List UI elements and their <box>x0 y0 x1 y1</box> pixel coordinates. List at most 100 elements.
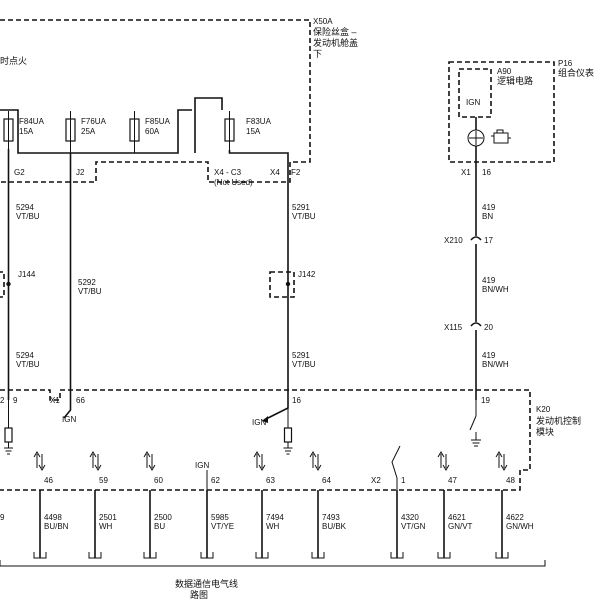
wire-circuit: 5291 <box>292 203 310 212</box>
bottom-caption: 数据通信电气线 路图 <box>0 560 546 600</box>
pin-j2: J2 <box>76 168 85 177</box>
wire-color: GN/WH <box>506 522 534 531</box>
pin-x4-c3: X4 - C3 <box>214 168 242 177</box>
connector-name: X115 <box>444 323 463 332</box>
splice-j144: J144 <box>0 270 36 298</box>
ecm-pin-9: 9 <box>13 396 18 405</box>
engine-icon <box>491 129 511 144</box>
ecm-ign-left: IGN <box>62 415 76 424</box>
x50a-id: X50A <box>313 17 333 26</box>
ecm-pin-x2: X2 <box>371 476 381 485</box>
ipc-p16: P16 组合仪表 A90 逻辑电路 IGN X1 16 <box>448 59 594 177</box>
wire-5292: 5292 VT/BU <box>69 162 102 400</box>
fusebox-internal-bus <box>0 97 223 154</box>
wire-circuit: 4621 <box>448 513 466 522</box>
wire-circuit: 419 <box>482 351 496 360</box>
wire-circuit: 5985 <box>211 513 229 522</box>
p16-id: P16 <box>558 59 573 68</box>
connector-pin: 20 <box>484 323 493 332</box>
ecm-pin-2: 2 <box>0 396 5 405</box>
x50a-name-1: 保险丝盒 – <box>313 26 357 37</box>
pin-x4: X4 <box>270 168 280 177</box>
fuse-f85ua: F85UA 60A <box>129 111 171 153</box>
pin-number: 48 <box>506 476 515 485</box>
wire-circuit: 4622 <box>506 513 524 522</box>
pin-number: 63 <box>266 476 275 485</box>
wire-color: VT/BU <box>16 212 40 221</box>
wire-color: BN/WH <box>482 360 509 369</box>
pin-f2: F2 <box>291 168 301 177</box>
wire-color: VT/BU <box>16 360 40 369</box>
k20-id: K20 <box>536 405 551 414</box>
ipc-pin-16: 16 <box>482 168 491 177</box>
fuse-name: F83UA <box>246 117 272 126</box>
fusebox-pin-labels: G2 J2 X4 - C3 (Not Used) X4 F2 <box>14 168 301 187</box>
wire-circuit: 5291 <box>292 351 310 360</box>
splice-label: J144 <box>18 270 36 279</box>
fuse-name: F84UA <box>19 117 45 126</box>
wire-circuit: 2501 <box>99 513 117 522</box>
x50a-left-fragment: 时点火 <box>0 55 27 66</box>
ipc-pin-x1: X1 <box>461 168 471 177</box>
k20-name-2: 模块 <box>536 426 554 437</box>
wire-circuit: 2500 <box>154 513 172 522</box>
wire-color: BN <box>482 212 493 221</box>
fuse-rating: 15A <box>246 127 261 136</box>
fuse-rating: 15A <box>19 127 34 136</box>
fuse-f76ua: F76UA 25A <box>65 111 107 153</box>
wire-color: GN/VT <box>448 522 473 531</box>
caption-line-2: 路图 <box>190 589 208 600</box>
fuse-name: F76UA <box>81 117 107 126</box>
wire-color: VT/YE <box>211 522 234 531</box>
p16-name: 组合仪表 <box>558 67 594 78</box>
wire-color: VT/GN <box>401 522 426 531</box>
wire-color: WH <box>266 522 280 531</box>
pin-g2: G2 <box>14 168 25 177</box>
ecm-ign-mid: IGN <box>195 461 209 470</box>
pin-number: 64 <box>322 476 331 485</box>
bottom-wires: 9 464498BU/BN592501WH602500BU625985VT/YE… <box>0 476 534 559</box>
pin-number: 1 <box>401 476 406 485</box>
a90-name: 逻辑电路 <box>497 75 533 86</box>
data-pin-group: 464498BU/BN592501WH602500BU625985VT/YE63… <box>33 476 534 559</box>
a90-ign: IGN <box>466 98 480 107</box>
ecm-pin-19: 19 <box>481 396 490 405</box>
pin-number: 62 <box>211 476 220 485</box>
caption-line-1: 数据通信电气线 <box>175 578 238 589</box>
pin-not-used: (Not Used) <box>214 178 253 187</box>
wire-419: 419 BN 419 BN/WH 419 BN/WH <box>470 162 509 400</box>
wire-circuit: 7493 <box>322 513 340 522</box>
splice-j142: J142 <box>269 270 316 298</box>
pin-number: 59 <box>99 476 108 485</box>
fuse-name: F85UA <box>145 117 171 126</box>
ecm-ign-right: IGN <box>252 418 266 427</box>
fuse-rating: 25A <box>81 127 96 136</box>
wire-color: VT/BU <box>78 287 102 296</box>
pin-number: 46 <box>44 476 53 485</box>
connector-x210: X210 17 <box>444 236 493 245</box>
wire-color: BU/BN <box>44 522 69 531</box>
ecm-pin-66: 66 <box>76 396 85 405</box>
wire-circuit: 5294 <box>16 203 34 212</box>
x50a-name-2: 发动机舱盖 <box>313 37 358 48</box>
ecm-k20: K20 发动机控制 模块 2 9 X1 66 16 19 IGN IGN <box>0 389 581 491</box>
wire-circuit: 5294 <box>16 351 34 360</box>
wire-circuit: 4320 <box>401 513 419 522</box>
fusebox-x50a: X50A 保险丝盒 – 发动机舱盖 下 时点火 <box>0 17 358 183</box>
ecm-pin-16: 16 <box>292 396 301 405</box>
wire-circuit: 5292 <box>78 278 96 287</box>
wire-color: BU/BK <box>322 522 347 531</box>
splice-label: J142 <box>298 270 316 279</box>
bottom-left-fragment: 9 <box>0 513 5 522</box>
a90-id: A90 <box>497 67 512 76</box>
wire-color: BN/WH <box>482 285 509 294</box>
pin-number: 60 <box>154 476 163 485</box>
wire-circuit: 419 <box>482 276 496 285</box>
